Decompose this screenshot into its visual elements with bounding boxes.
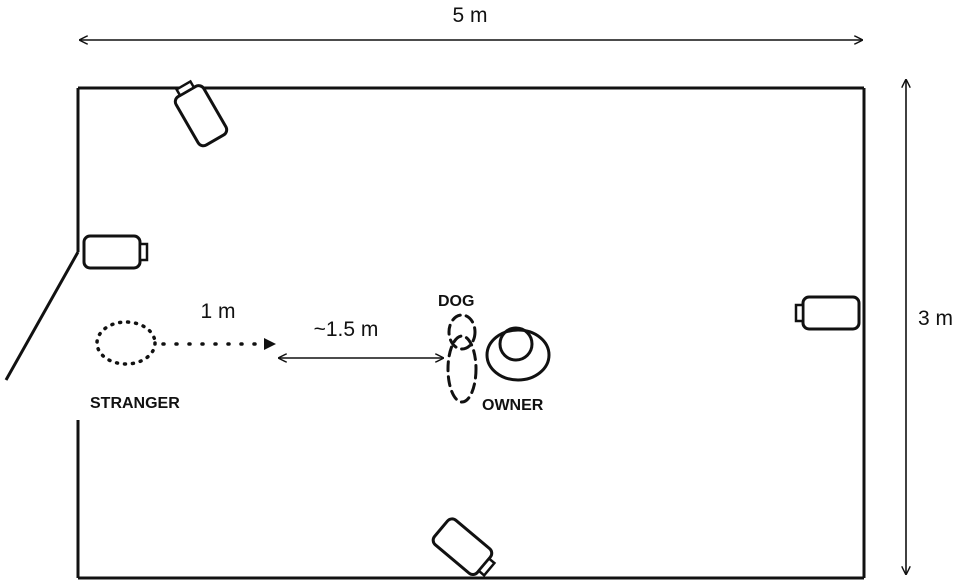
open-door: [4, 251, 80, 381]
camera-icon: [429, 514, 502, 583]
stranger-path: [95, 320, 276, 366]
owner-label: OWNER: [482, 397, 544, 414]
camera-icon: [82, 234, 149, 270]
walk-distance-label: 1 m: [200, 300, 235, 323]
stranger-label: STRANGER: [90, 395, 180, 412]
room-walls: [4, 86, 866, 580]
camera-icon: [794, 295, 861, 331]
owner-figure: [485, 326, 551, 382]
stranger-start-loop: [95, 320, 157, 366]
gap-distance-label: ~1.5 m: [314, 318, 379, 341]
stranger-path-arrowhead: [264, 338, 276, 350]
width-label: 5 m: [452, 4, 487, 27]
dog-label: DOG: [438, 293, 474, 310]
dog-outline: [446, 313, 478, 404]
width-dimension: 5 m: [80, 4, 862, 40]
gap-dimension: ~1.5 m: [279, 318, 443, 358]
height-label: 3 m: [918, 307, 953, 330]
height-dimension: 3 m: [906, 80, 953, 574]
